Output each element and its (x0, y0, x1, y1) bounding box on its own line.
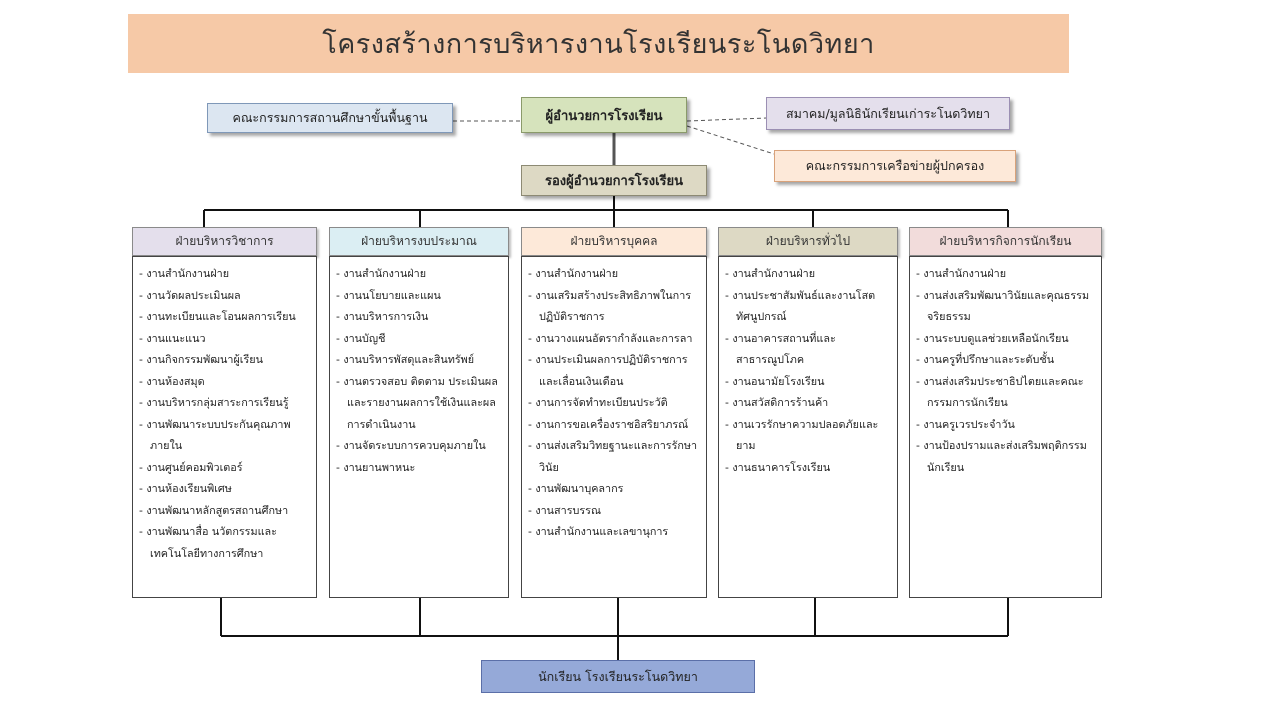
page-title: โครงสร้างการบริหารงานโรงเรียนระโนดวิทยา (128, 14, 1069, 73)
department-budget: ฝ่ายบริหารงบประมาณ งานสำนักงานฝ่าย งานนโ… (329, 227, 509, 598)
task-item: งานทะเบียนและโอนผลการเรียน (139, 306, 310, 328)
task-item: งานส่งเสริมพัฒนาวินัยและคุณธรรม จริยธรรม (916, 285, 1095, 328)
department-task-list: งานสำนักงานฝ่าย งานเสริมสร้างประสิทธิภาพ… (521, 256, 707, 598)
task-item: งานพัฒนาระบบประกันคุณภาพภายใน (139, 414, 310, 457)
task-item: งานอนามัยโรงเรียน (725, 371, 891, 393)
alumni-association-box: สมาคม/มูลนิธินักเรียนเก่าระโนดวิทยา (766, 97, 1010, 130)
task-item: งานบริหารการเงิน (336, 306, 502, 328)
task-item: งานประเมินผลการปฏิบัติราชการและเลื่อนเงิ… (528, 349, 700, 392)
department-task-list: งานสำนักงานฝ่าย งานวัดผลประเมินผล งานทะเ… (132, 256, 317, 598)
department-header: ฝ่ายบริหารวิชาการ (132, 227, 317, 256)
task-item: งานห้องเรียนพิเศษ (139, 478, 310, 500)
task-item: งานวัดผลประเมินผล (139, 285, 310, 307)
department-personnel: ฝ่ายบริหารบุคคล งานสำนักงานฝ่าย งานเสริม… (521, 227, 707, 598)
department-general: ฝ่ายบริหารทั่วไป งานสำนักงานฝ่าย งานประช… (718, 227, 898, 598)
department-header: ฝ่ายบริหารกิจการนักเรียน (909, 227, 1102, 256)
task-item: งานอาคารสถานที่และสาธารณูปโภค (725, 328, 891, 371)
department-header: ฝ่ายบริหารบุคคล (521, 227, 707, 256)
task-item: งานครูที่ปรึกษาและระดับชั้น (916, 349, 1095, 371)
students-box: นักเรียน โรงเรียนระโนดวิทยา (481, 660, 755, 693)
task-item: งานศูนย์คอมพิวเตอร์ (139, 457, 310, 479)
task-item: งานเวรรักษาความปลอดภัยและยาม (725, 414, 891, 457)
task-item: งานครูเวรประจำวัน (916, 414, 1095, 436)
task-item: งานพัฒนาหลักสูตรสถานศึกษา (139, 500, 310, 522)
task-item: งานพัฒนาบุคลากร (528, 478, 700, 500)
task-item: งานสำนักงานฝ่าย (725, 263, 891, 285)
department-student-affairs: ฝ่ายบริหารกิจการนักเรียน งานสำนักงานฝ่าย… (909, 227, 1102, 598)
task-item: งานส่งเสริมประชาธิปไตยและคณะกรรมการนักเร… (916, 371, 1095, 414)
task-item: งานจัดระบบการควบคุมภายใน (336, 435, 502, 457)
task-item: งานธนาคารโรงเรียน (725, 457, 891, 479)
department-task-list: งานสำนักงานฝ่าย งานส่งเสริมพัฒนาวินัยและ… (909, 256, 1102, 598)
deputy-director-box: รองผู้อำนวยการโรงเรียน (521, 165, 707, 196)
department-task-list: งานสำนักงานฝ่าย งานนโยบายและแผน งานบริหา… (329, 256, 509, 598)
task-item: งานสำนักงานฝ่าย (139, 263, 310, 285)
department-header: ฝ่ายบริหารงบประมาณ (329, 227, 509, 256)
task-item: งานการจัดทำทะเบียนประวัติ (528, 392, 700, 414)
task-item: งานสำนักงานและเลขานุการ (528, 521, 700, 543)
board-box: คณะกรรมการสถานศึกษาขั้นพื้นฐาน (207, 103, 453, 133)
task-item: งานสวัสดิการร้านค้า (725, 392, 891, 414)
department-header: ฝ่ายบริหารทั่วไป (718, 227, 898, 256)
department-task-list: งานสำนักงานฝ่าย งานประชาสัมพันธ์และงานโส… (718, 256, 898, 598)
task-item: งานแนะแนว (139, 328, 310, 350)
task-item: งานเสริมสร้างประสิทธิภาพในการปฏิบัติราชก… (528, 285, 700, 328)
task-item: งานยานพาหนะ (336, 457, 502, 479)
task-item: งานวางแผนอัตรากำลังและการลา (528, 328, 700, 350)
task-item: งานสารบรรณ (528, 500, 700, 522)
director-box: ผู้อำนวยการโรงเรียน (521, 97, 687, 133)
task-item: งานสำนักงานฝ่าย (528, 263, 700, 285)
task-item: งานบริหารพัสดุและสินทรัพย์ (336, 349, 502, 371)
task-item: งานบริหารกลุ่มสาระการเรียนรู้ (139, 392, 310, 414)
task-item: งานห้องสมุด (139, 371, 310, 393)
task-item: งานกิจกรรมพัฒนาผู้เรียน (139, 349, 310, 371)
task-item: งานสำนักงานฝ่าย (916, 263, 1095, 285)
task-item: งานพัฒนาสื่อ นวัตกรรมและเทคโนโลยีทางการศ… (139, 521, 310, 564)
task-item: งานป้องปรามและส่งเสริมพฤติกรรมนักเรียน (916, 435, 1095, 478)
task-item: งานสำนักงานฝ่าย (336, 263, 502, 285)
task-item: งานประชาสัมพันธ์และงานโสตทัศนูปกรณ์ (725, 285, 891, 328)
task-item: งานส่งเสริมวิทยฐานะและการรักษาวินัย (528, 435, 700, 478)
parent-network-box: คณะกรรมการเครือข่ายผู้ปกครอง (774, 150, 1016, 182)
task-item: งานบัญชี (336, 328, 502, 350)
task-item: งานระบบดูแลช่วยเหลือนักเรียน (916, 328, 1095, 350)
task-item: งานนโยบายและแผน (336, 285, 502, 307)
task-item: งานการขอเครื่องราชอิสริยาภรณ์ (528, 414, 700, 436)
department-academic: ฝ่ายบริหารวิชาการ งานสำนักงานฝ่าย งานวัด… (132, 227, 317, 598)
task-item: งานตรวจสอบ ติดตาม ประเมินผล และรายงานผลก… (336, 371, 502, 436)
